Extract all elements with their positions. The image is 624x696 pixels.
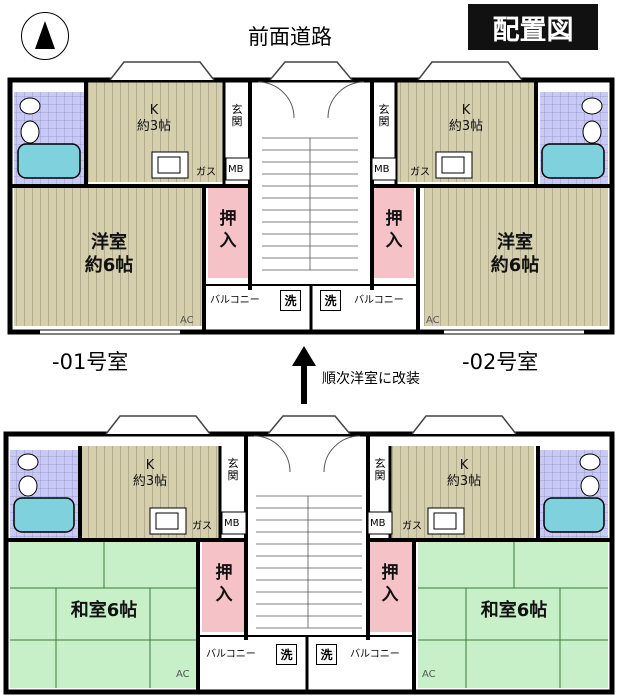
room-youshitsu-left bbox=[14, 186, 204, 326]
upper-floor-plan bbox=[7, 61, 615, 335]
washbasin-right-lower-icon bbox=[579, 453, 601, 471]
balcony-left-label: バルコニー bbox=[210, 295, 260, 306]
layout-badge: 配置図 bbox=[468, 4, 598, 50]
mb-right-lower-label: MB bbox=[370, 518, 386, 529]
ac-right-label: AC bbox=[426, 315, 440, 326]
balcony-right-lower-label: バルコニー bbox=[350, 649, 400, 660]
unit-02-label: -02号室 bbox=[462, 350, 539, 374]
north-compass-icon bbox=[21, 12, 69, 60]
closet-right bbox=[374, 186, 414, 278]
washbasin-left-lower-icon bbox=[17, 453, 39, 471]
genkan-right-label: 玄関 bbox=[378, 103, 390, 129]
room-washitsu-right bbox=[418, 540, 608, 688]
genkan-left-label: 玄関 bbox=[231, 103, 243, 129]
closet-left-label: 押入 bbox=[219, 209, 237, 252]
toilet-right-lower-icon bbox=[580, 475, 600, 497]
gas-right-label: ガス bbox=[410, 167, 430, 178]
balcony-left-lower-label: バルコニー bbox=[206, 649, 256, 660]
washer-right-icon: 洗 bbox=[320, 290, 341, 311]
washer-right-lower-icon: 洗 bbox=[316, 644, 337, 665]
washitsu-left-label: 和室6帖 bbox=[70, 600, 138, 621]
toilet-left-lower-icon bbox=[18, 475, 38, 497]
washer-left-lower-icon: 洗 bbox=[276, 644, 297, 665]
mb-right-label: MB bbox=[374, 164, 390, 175]
renovation-note: 順次洋室に改装 bbox=[322, 371, 420, 387]
ac-left-label: AC bbox=[180, 315, 194, 326]
closet-right-lower-label: 押入 bbox=[381, 563, 399, 606]
toilet-right-icon bbox=[582, 120, 602, 144]
youshitsu-left-label: 洋室約6帖 bbox=[84, 232, 134, 276]
closet-right-lower bbox=[368, 540, 412, 632]
ac-right-lower-label: AC bbox=[422, 669, 436, 680]
road-label: 前面道路 bbox=[248, 25, 332, 49]
sink-right-icon bbox=[435, 151, 473, 179]
closet-left-lower bbox=[202, 540, 246, 632]
closet-right-label: 押入 bbox=[385, 209, 403, 252]
closet-left bbox=[208, 186, 248, 278]
washbasin-left-icon bbox=[19, 97, 41, 115]
gas-left-lower-label: ガス bbox=[192, 521, 212, 532]
gas-right-lower-label: ガス bbox=[402, 521, 422, 532]
bathtub-right bbox=[541, 143, 605, 179]
closet-left-lower-label: 押入 bbox=[215, 563, 233, 606]
toilet-left-icon bbox=[20, 120, 40, 144]
renovation-arrow-icon bbox=[292, 346, 316, 404]
mb-left-lower-label: MB bbox=[224, 518, 240, 529]
youshitsu-right-label: 洋室約6帖 bbox=[490, 232, 540, 276]
washbasin-right-icon bbox=[581, 97, 603, 115]
balcony-right-label: バルコニー bbox=[354, 295, 404, 306]
mb-left-label: MB bbox=[228, 164, 244, 175]
genkan-right-lower-label: 玄関 bbox=[374, 457, 386, 483]
genkan-left-lower-label: 玄関 bbox=[227, 457, 239, 483]
unit-01-label: -01号室 bbox=[52, 350, 129, 374]
bathtub-left bbox=[17, 143, 81, 179]
ac-left-lower-label: AC bbox=[176, 669, 190, 680]
room-youshitsu-right bbox=[424, 186, 608, 326]
sink-left-icon bbox=[151, 151, 189, 179]
lower-floor-plan bbox=[3, 415, 615, 695]
washer-left-icon: 洗 bbox=[280, 290, 301, 311]
washitsu-right-label: 和室6帖 bbox=[480, 600, 548, 621]
gas-left-label: ガス bbox=[196, 167, 216, 178]
